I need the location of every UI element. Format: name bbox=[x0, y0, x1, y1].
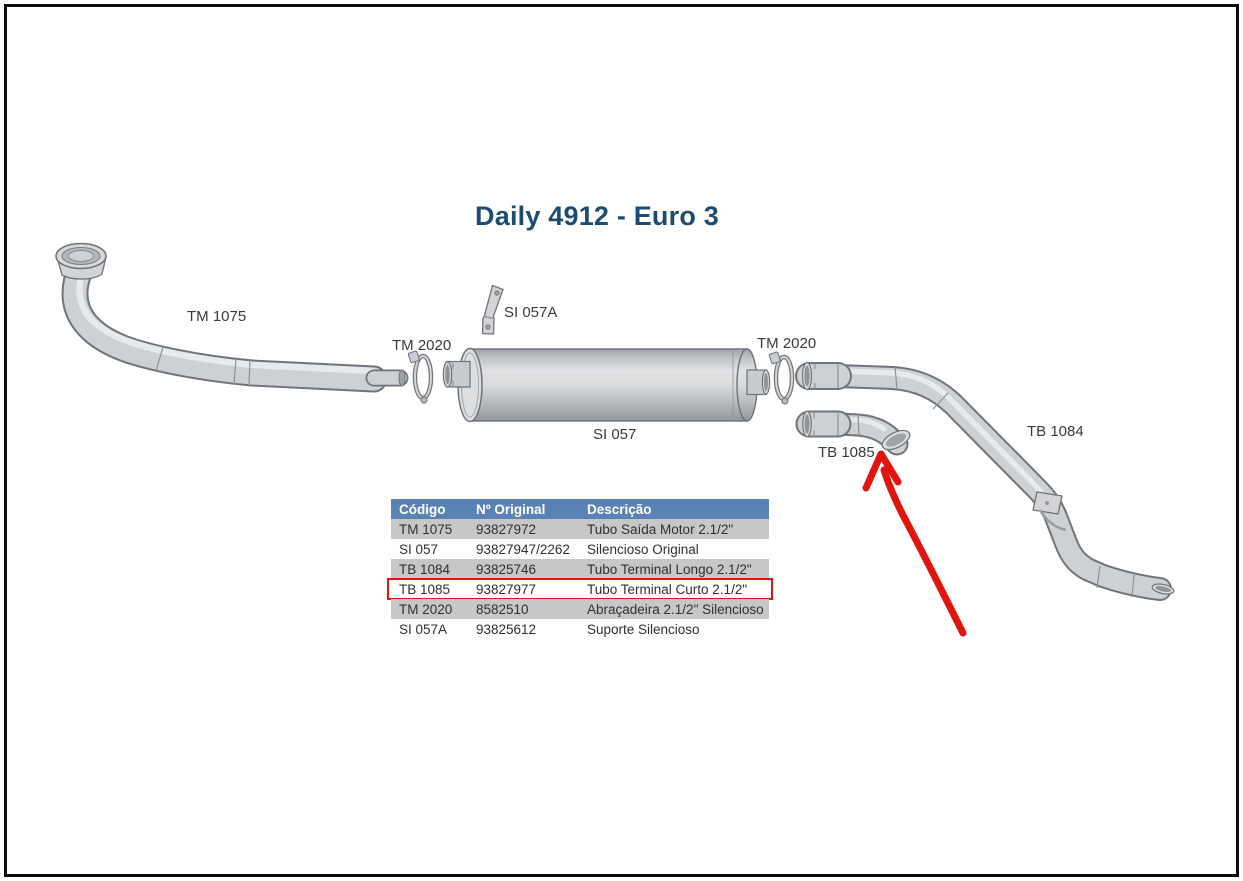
highlight-arrow-icon bbox=[862, 450, 967, 637]
label-tm2020-left: TM 2020 bbox=[392, 337, 452, 354]
cell-original: 93827972 bbox=[476, 521, 537, 537]
cell-original: 93825612 bbox=[476, 621, 537, 637]
cell-original: 93827977 bbox=[476, 581, 537, 597]
cell-descricao: Tubo Terminal Curto 2.1/2" bbox=[587, 581, 748, 597]
cell-descricao: Abraçadeira 2.1/2" Silencioso bbox=[587, 601, 764, 617]
part-tb1085-drawing bbox=[795, 410, 911, 456]
header-cell: Nº Original bbox=[476, 501, 546, 517]
label-tm2020-right: TM 2020 bbox=[757, 335, 817, 352]
cell-codigo: TB 1085 bbox=[399, 581, 451, 597]
cell-codigo: TM 2020 bbox=[399, 601, 453, 617]
label-tb1085: TB 1085 bbox=[818, 444, 875, 461]
cell-codigo: SI 057A bbox=[399, 621, 448, 637]
page-title: Daily 4912 - Euro 3 bbox=[475, 201, 719, 231]
header-cell: Código bbox=[399, 501, 446, 517]
cell-descricao: Tubo Saída Motor 2.1/2" bbox=[587, 521, 734, 537]
table-row: SI 057 93827947/2262 Silencioso Original bbox=[391, 539, 769, 559]
cell-original: 93825746 bbox=[476, 561, 537, 577]
table-row: TM 2020 8582510 Abraçadeira 2.1/2" Silenci… bbox=[391, 599, 769, 619]
parts-table-header: Código Nº Original Descrição bbox=[391, 499, 769, 519]
label-si057: SI 057 bbox=[593, 426, 637, 443]
parts-table: Código Nº Original Descrição TM 1075 938279… bbox=[387, 499, 773, 639]
cell-original: 8582510 bbox=[476, 601, 529, 617]
part-si057-drawing bbox=[442, 347, 771, 423]
parts-table-body: TM 1075 93827972 Tubo Saída Motor 2.1/2" SI… bbox=[387, 519, 773, 639]
table-row: TM 1075 93827972 Tubo Saída Motor 2.1/2" bbox=[391, 519, 769, 539]
header-cell: Descrição bbox=[587, 501, 652, 517]
cell-descricao: Silencioso Original bbox=[587, 541, 699, 557]
cell-descricao: Suporte Silencioso bbox=[587, 621, 700, 637]
cell-descricao: Tubo Terminal Longo 2.1/2" bbox=[587, 561, 752, 577]
cell-codigo: TB 1084 bbox=[399, 561, 451, 577]
label-tb1084: TB 1084 bbox=[1027, 423, 1084, 440]
cell-codigo: SI 057 bbox=[399, 541, 439, 557]
label-si057a: SI 057A bbox=[504, 304, 558, 321]
cell-codigo: TM 1075 bbox=[399, 521, 453, 537]
part-tm1075-drawing bbox=[55, 242, 409, 393]
label-tm1075: TM 1075 bbox=[187, 308, 247, 325]
table-row: TB 1084 93825746 Tubo Terminal Longo 2.1/2… bbox=[391, 559, 769, 579]
table-row: TB 1085 93827977 Tubo Terminal Curto 2.1/2… bbox=[387, 578, 773, 600]
part-tm2020-right-drawing bbox=[768, 351, 795, 405]
page-border-frame bbox=[4, 4, 1239, 877]
cell-original: 93827947/2262 bbox=[476, 541, 570, 557]
part-tb1084-drawing bbox=[795, 361, 1175, 601]
table-row: SI 057A 93825612 Suporte Silencioso bbox=[391, 619, 769, 639]
part-tm2020-left-drawing bbox=[407, 350, 434, 404]
part-si057a-drawing bbox=[481, 284, 504, 335]
